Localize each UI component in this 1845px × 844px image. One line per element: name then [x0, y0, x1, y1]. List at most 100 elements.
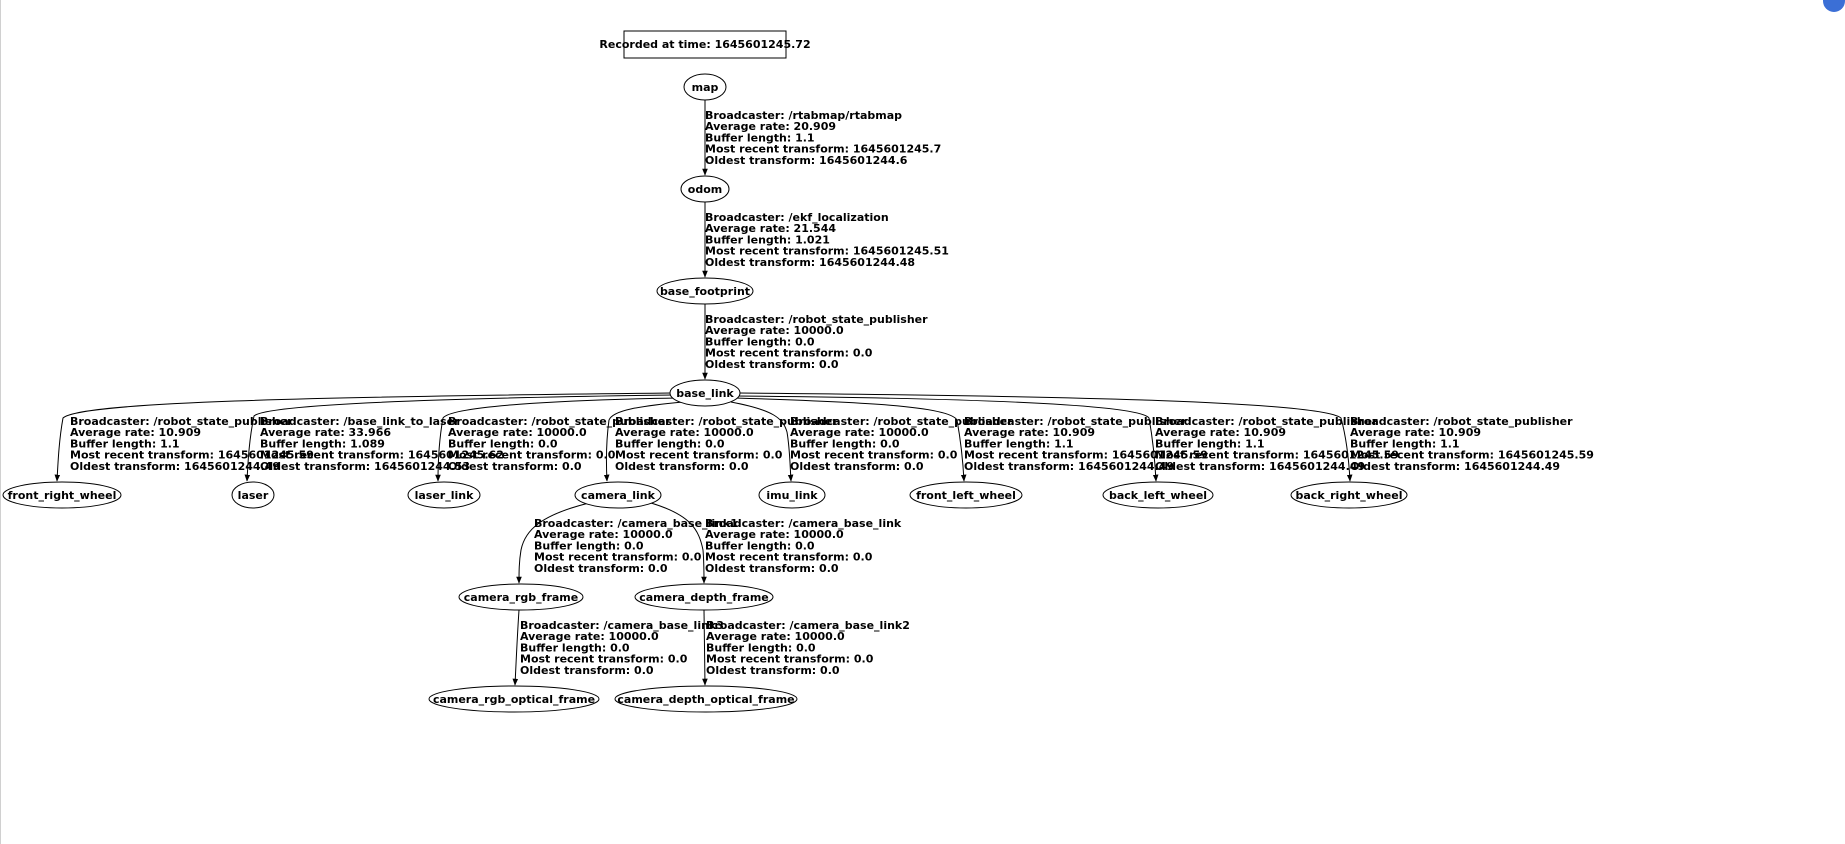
- edge-label-line: Most recent transform: 0.0: [705, 551, 873, 564]
- edge-label-line: Broadcaster: /rtabmap/rtabmap: [705, 109, 902, 122]
- edge-label-line: Oldest transform: 0.0: [706, 664, 840, 677]
- edge-label-line: Average rate: 10000.0: [705, 528, 844, 541]
- nodes-layer: map odom base_footprint base_link front_…: [2, 73, 1408, 713]
- node-back-left-wheel: back_left_wheel: [1102, 481, 1214, 509]
- node-label-camera-depth-frame: camera_depth_frame: [639, 591, 769, 604]
- edge-label-line: Average rate: 33.966: [260, 426, 391, 439]
- edge-label-line: Average rate: 10000.0: [520, 630, 659, 643]
- node-label-camera-rgb-frame: camera_rgb_frame: [464, 591, 578, 604]
- node-camera-rgb-optical-frame: camera_rgb_optical_frame: [428, 685, 600, 713]
- edge-base-link-front-right-wheel: [54, 392, 672, 482]
- edge-label-line: Buffer length: 0.0: [615, 437, 725, 450]
- node-label-front-right-wheel: front_right_wheel: [8, 489, 117, 502]
- node-label-imu-link: imu_link: [766, 489, 818, 502]
- tf-tree-diagram: Recorded at time: 1645601245.72 Broadcas…: [2, 30, 1594, 713]
- edge-label-line: Most recent transform: 1645601245.62: [260, 449, 504, 462]
- edge-label-line: Broadcaster: /camera_base_link2: [706, 619, 910, 632]
- node-label-base-footprint: base_footprint: [660, 285, 750, 298]
- edge-label-line: Broadcaster: /ekf_localization: [705, 211, 889, 224]
- node-back-right-wheel: back_right_wheel: [1290, 481, 1408, 509]
- edge-label-line: Oldest transform: 1645601244.48: [705, 256, 915, 269]
- edge-label-line: Buffer length: 1.1: [1350, 437, 1460, 450]
- node-front-left-wheel: front_left_wheel: [909, 481, 1023, 509]
- node-laser-link: laser_link: [407, 481, 481, 509]
- edge-label-line: Broadcaster: /camera_base_link: [705, 517, 902, 530]
- node-label-odom: odom: [688, 183, 722, 196]
- edge-label-line: Most recent transform: 0.0: [790, 449, 958, 462]
- edge-label-line: Average rate: 20.909: [705, 120, 836, 133]
- edge-camera-link-camera-depth-frame: [650, 502, 707, 584]
- edge-base-link-front-left-wheel: [734, 397, 967, 482]
- edge-label-line: Broadcaster: /robot_state_publisher: [70, 415, 293, 428]
- node-laser: laser: [231, 481, 275, 509]
- node-label-map: map: [692, 81, 719, 94]
- node-imu-link: imu_link: [758, 481, 826, 509]
- node-label-laser-link: laser_link: [415, 489, 474, 502]
- node-camera-rgb-frame: camera_rgb_frame: [458, 583, 584, 611]
- edge-label-line: Oldest transform: 0.0: [520, 664, 654, 677]
- edge-label-line: Buffer length: 0.0: [705, 539, 815, 552]
- edge-label-line: Most recent transform: 1645601245.59: [964, 449, 1208, 462]
- edge-label-line: Oldest transform: 0.0: [790, 460, 924, 473]
- node-odom: odom: [680, 175, 730, 203]
- edge-label-line: Average rate: 10.909: [1155, 426, 1286, 439]
- edge-base-link-laser: [244, 394, 674, 482]
- edge-label-line: Most recent transform: 1645601245.51: [705, 245, 949, 258]
- edges-layer: [54, 100, 1353, 686]
- edge-label-line: Average rate: 10000.0: [534, 528, 673, 541]
- edge-label-line: Oldest transform: 0.0: [615, 460, 749, 473]
- edge-label-line: Average rate: 10000.0: [790, 426, 929, 439]
- edge-label-line: Buffer length: 1.1: [964, 437, 1074, 450]
- edge-label-line: Oldest transform: 1645601244.49: [1155, 460, 1365, 473]
- edge-label-line: Broadcaster: /robot_state_publisher: [705, 313, 928, 326]
- edge-label-line: Broadcaster: /robot_state_publisher: [1155, 415, 1378, 428]
- edge-label-line: Oldest transform: 1645601244.6: [705, 154, 908, 167]
- edge-label-line: Buffer length: 0.0: [706, 641, 816, 654]
- edge-base-link-imu-link: [730, 401, 794, 482]
- node-label-camera-link: camera_link: [581, 489, 656, 502]
- edge-label-line: Buffer length: 1.089: [260, 437, 385, 450]
- edge-base-link-back-left-wheel: [736, 395, 1159, 482]
- node-label-back-right-wheel: back_right_wheel: [1296, 489, 1403, 502]
- edge-label-line: Buffer length: 1.1: [1155, 437, 1265, 450]
- edge-label-line: Buffer length: 0.0: [534, 539, 644, 552]
- edge-label-line: Broadcaster: /robot_state_publisher: [615, 415, 838, 428]
- node-camera-link: camera_link: [574, 481, 662, 509]
- edge-label-line: Average rate: 10000.0: [615, 426, 754, 439]
- node-label-base-link: base_link: [676, 387, 734, 400]
- edge-label-line: Most recent transform: 0.0: [705, 347, 873, 360]
- edge-label-line: Average rate: 10.909: [964, 426, 1095, 439]
- edge-label-line: Most recent transform: 0.0: [448, 449, 616, 462]
- edge-base-link-laser-link: [435, 397, 678, 482]
- edge-label-line: Broadcaster: /camera_base_link3: [520, 619, 724, 632]
- edge-label-line: Average rate: 10.909: [1350, 426, 1481, 439]
- edge-label-line: Broadcaster: /robot_state_publisher: [448, 415, 671, 428]
- node-label-camera-depth-optical-frame: camera_depth_optical_frame: [617, 693, 794, 706]
- edge-label-line: Buffer length: 0.0: [790, 437, 900, 450]
- corner-indicator-icon: [1823, 0, 1845, 12]
- edge-label-line: Buffer length: 1.1: [70, 437, 180, 450]
- recorded-time-box: Recorded at time: 1645601245.72: [599, 30, 811, 59]
- node-camera-depth-optical-frame: camera_depth_optical_frame: [614, 685, 798, 713]
- recorded-time-label: Recorded at time: 1645601245.72: [599, 38, 810, 51]
- edge-label-line: Broadcaster: /robot_state_publisher: [790, 415, 1013, 428]
- edge-label-line: Oldest transform: 0.0: [705, 562, 839, 575]
- edge-label-line: Oldest transform: 0.0: [448, 460, 582, 473]
- edge-camera-rgb-frame-camera-rgb-optical-frame: [512, 609, 520, 686]
- edge-camera-depth-frame-camera-depth-optical-frame: [702, 609, 708, 686]
- edge-label-line: Buffer length: 1.1: [705, 131, 815, 144]
- edge-label-line: Broadcaster: /robot_state_publisher: [1350, 415, 1573, 428]
